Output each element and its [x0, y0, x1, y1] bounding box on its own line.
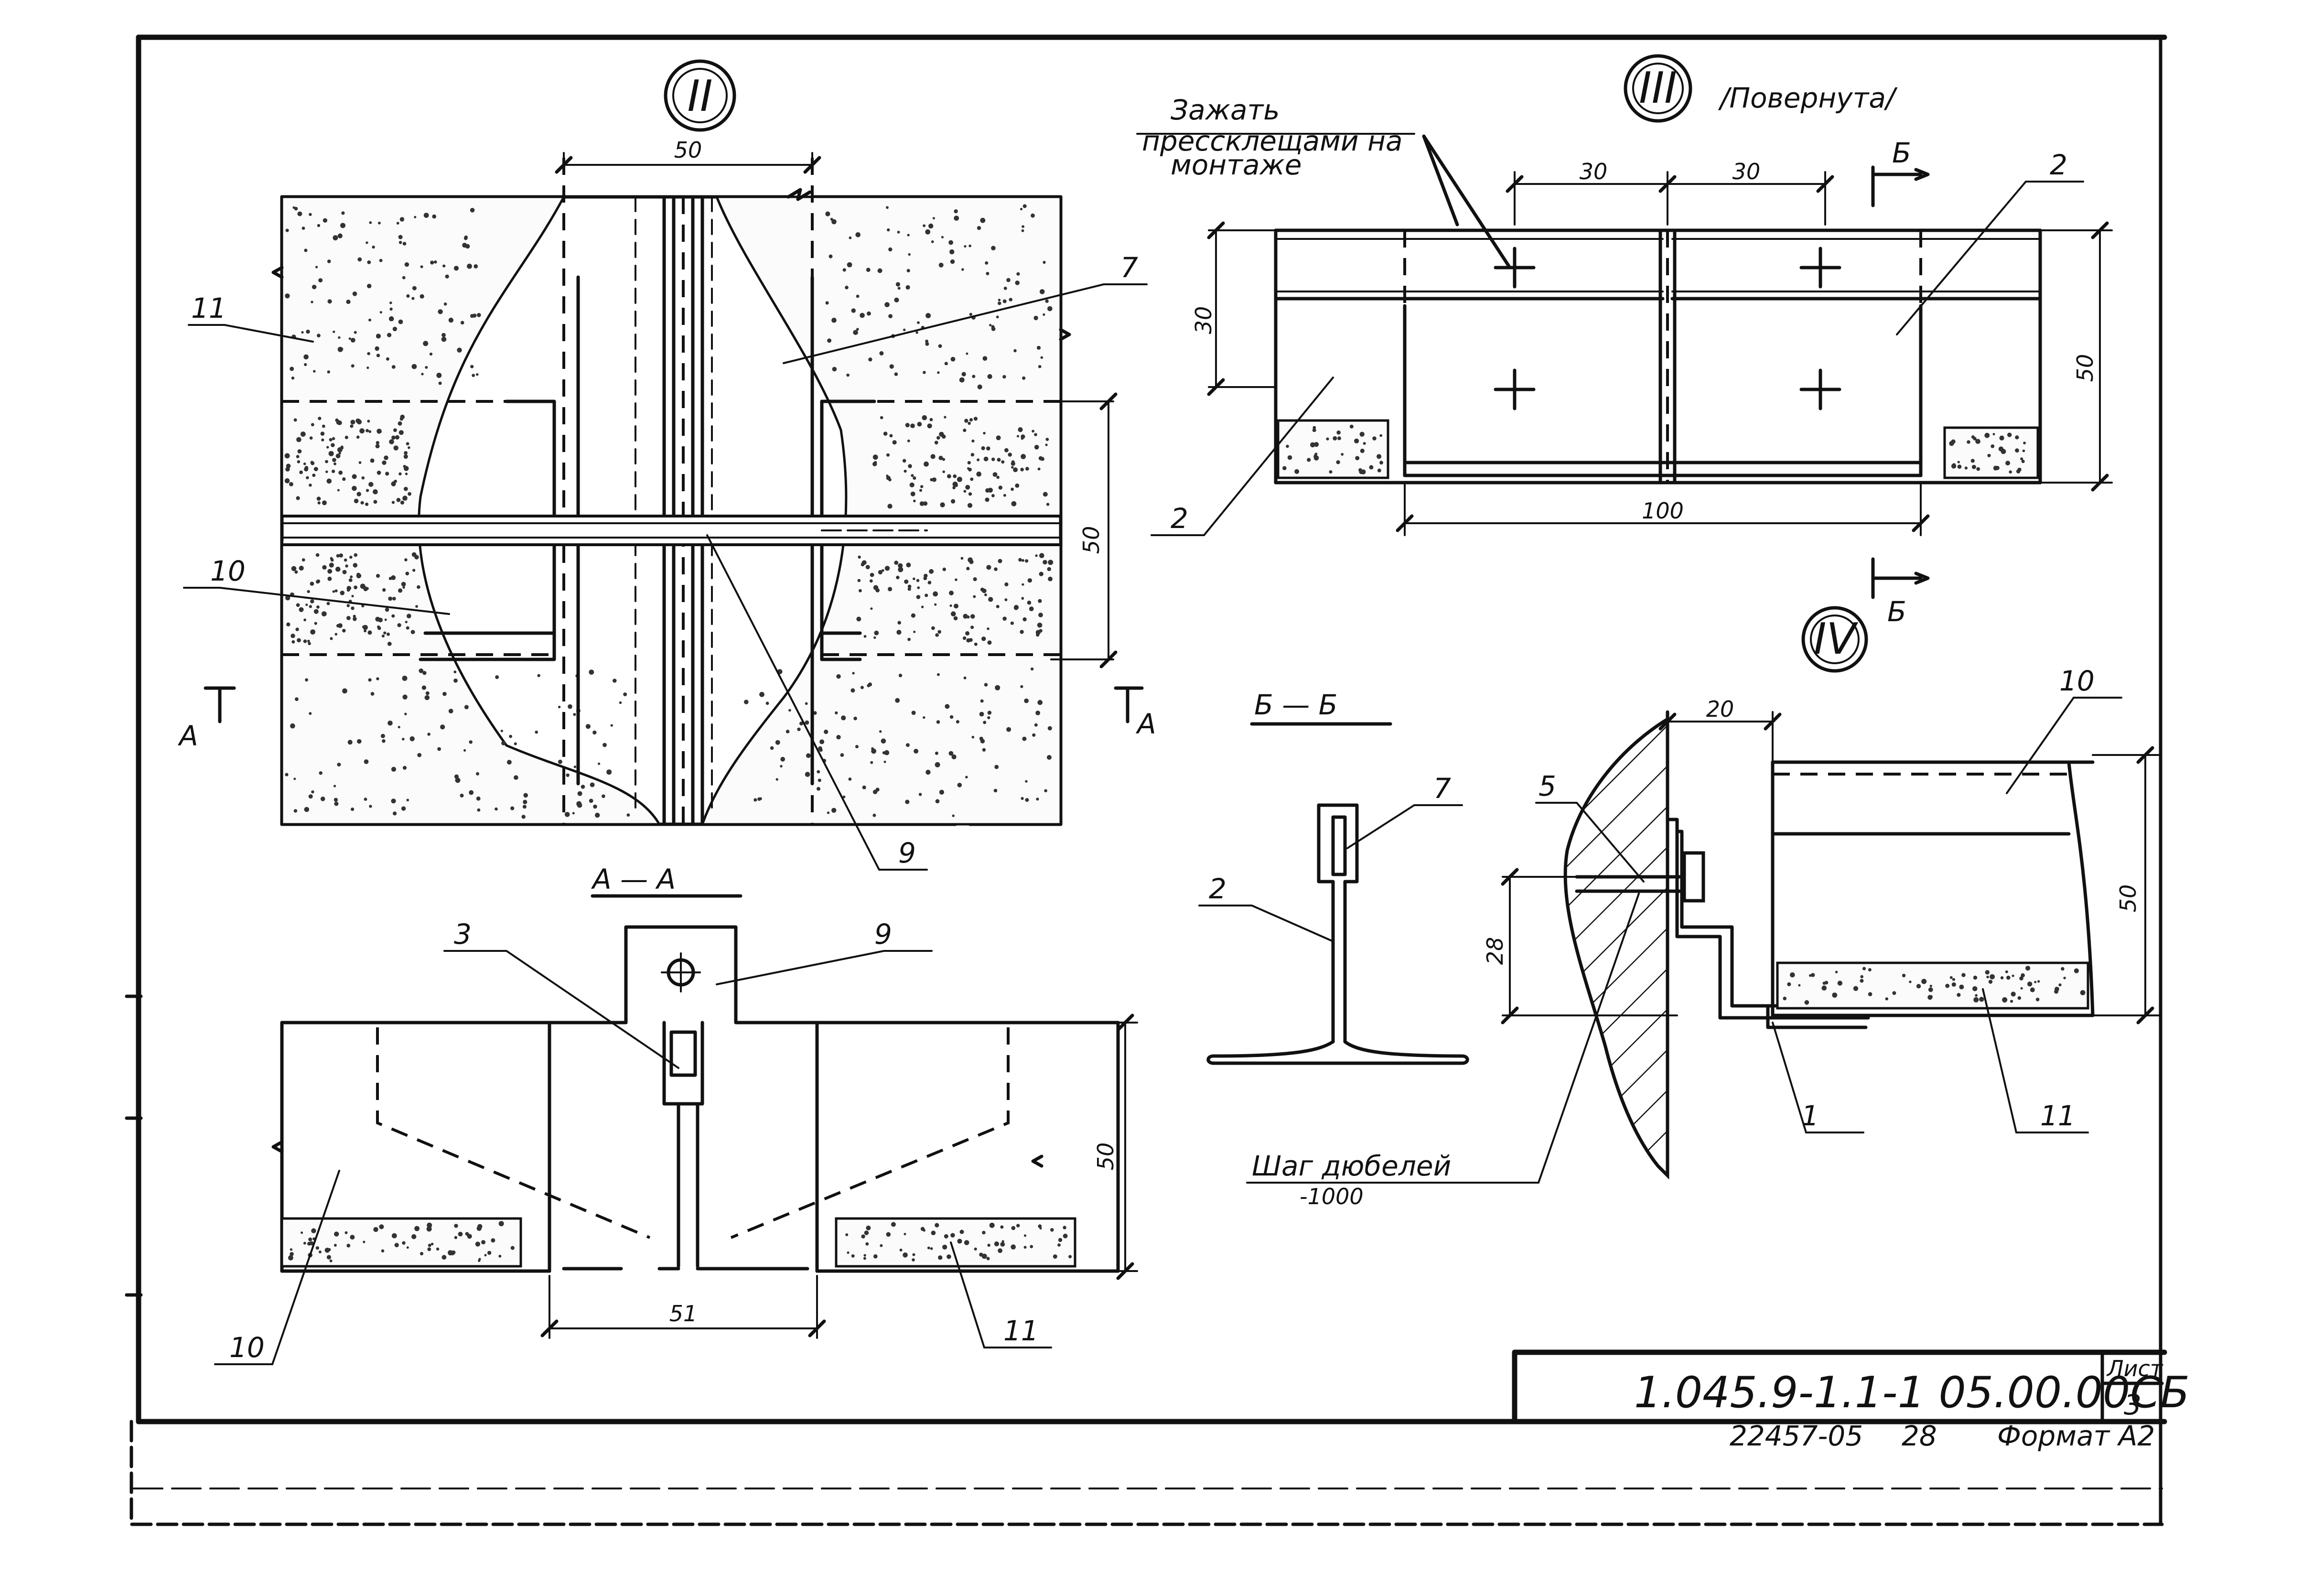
view-IV-roman: IV: [1814, 614, 1859, 664]
sheet-label: Лист: [2106, 1356, 2163, 1381]
clamp-note-line2: прессклещами на: [1142, 125, 1403, 157]
leader-9-AA: 9: [874, 918, 892, 950]
insulation-stipple: [284, 204, 1054, 819]
leader-10-AA: 10: [229, 1331, 265, 1364]
archive-number: 22457-05: [1730, 1420, 1863, 1452]
leader-11-IV: 11: [2040, 1100, 2076, 1132]
leader-11-AA: 11: [1003, 1315, 1039, 1347]
view-II: II 50: [177, 59, 1156, 871]
drawing-frame: [125, 34, 2167, 1526]
dim-III-top-right: 30: [1732, 159, 1761, 184]
wall-section: [1563, 716, 1669, 1180]
view-II-roman: II: [687, 71, 712, 121]
section-BB-title: Б — Б: [1254, 689, 1337, 721]
dowel-note-line2: -1000: [1300, 1184, 1364, 1209]
dim-II-right: 50: [1078, 526, 1104, 554]
leader-10-II: 10: [210, 555, 246, 587]
view-III-note: /Повернута/: [1718, 82, 1898, 114]
paper-format: Формат А2: [1997, 1420, 2155, 1452]
leader-1-IV: 1: [1801, 1100, 1819, 1132]
dim-III-left: 30: [1191, 306, 1216, 334]
dowel-note-line1: Шаг дюбелей: [1252, 1150, 1451, 1182]
dim-AA-right: 50: [1093, 1143, 1119, 1171]
dim-III-right: 50: [2072, 354, 2098, 382]
view-IV: IV 20 28 50 5 10: [1246, 606, 2161, 1209]
dim-III-top-left: 30: [1580, 159, 1608, 184]
page-number: 28: [1902, 1420, 1937, 1452]
section-AA-title: А — А: [591, 863, 676, 895]
dim-II-top: 50: [674, 137, 702, 163]
section-mark-A-right: А: [1135, 708, 1156, 740]
view-III: III /Повернута/ Зажать прессклещами на м…: [1136, 54, 2113, 628]
leader-11-II: 11: [191, 292, 226, 324]
insulation-stipple-III: [1282, 424, 2026, 474]
leader-2-III-right: 2: [2050, 149, 2067, 181]
leader-2-III-left: 2: [1171, 502, 1188, 535]
leader-9-II: 9: [898, 837, 916, 869]
view-IV-marker: IV: [1801, 606, 1868, 673]
sheet-number: 3: [2124, 1389, 2141, 1421]
dim-AA-bottom: 51: [669, 1301, 698, 1326]
leader-7-II: 7: [1120, 251, 1138, 284]
title-block: 1.045.9-1.1-1 05.00.00СБ Лист 3 22457-05…: [1512, 1349, 2190, 1452]
leader-2-BB: 2: [1209, 873, 1227, 905]
leader-7-BB: 7: [1433, 772, 1451, 805]
section-AA: А — А 51 50 3 9 10: [214, 863, 1138, 1365]
leader-3-AA: 3: [454, 918, 472, 950]
view-III-roman: III: [1639, 63, 1677, 113]
view-III-marker: III: [1624, 54, 1692, 123]
leader-10-IV: 10: [2059, 665, 2095, 697]
section-mark-B-top: Б: [1892, 137, 1911, 169]
drawing-code: 1.045.9-1.1-1 05.00.00СБ: [1634, 1368, 2190, 1418]
clamp-note-line3: монтаже: [1171, 149, 1302, 181]
view-II-marker: II: [664, 59, 736, 132]
dim-III-bottom: 100: [1642, 498, 1684, 524]
insulation-left: [280, 195, 662, 826]
section-BB: Б — Б 7 2: [1198, 689, 1469, 1065]
dim-IV-right: 50: [2115, 884, 2141, 913]
clamp-note-line1: Зажать: [1171, 94, 1280, 126]
dim-IV-top: 20: [1706, 696, 1734, 722]
section-mark-A-left: А: [177, 720, 198, 752]
insulation-stipple-IV: [1783, 966, 2086, 1005]
section-mark-B-bottom: Б: [1887, 595, 1906, 628]
leader-5-IV: 5: [1539, 770, 1556, 802]
dim-IV-left: 28: [1482, 937, 1508, 965]
insulation-stipple-AA: [288, 1221, 1072, 1262]
